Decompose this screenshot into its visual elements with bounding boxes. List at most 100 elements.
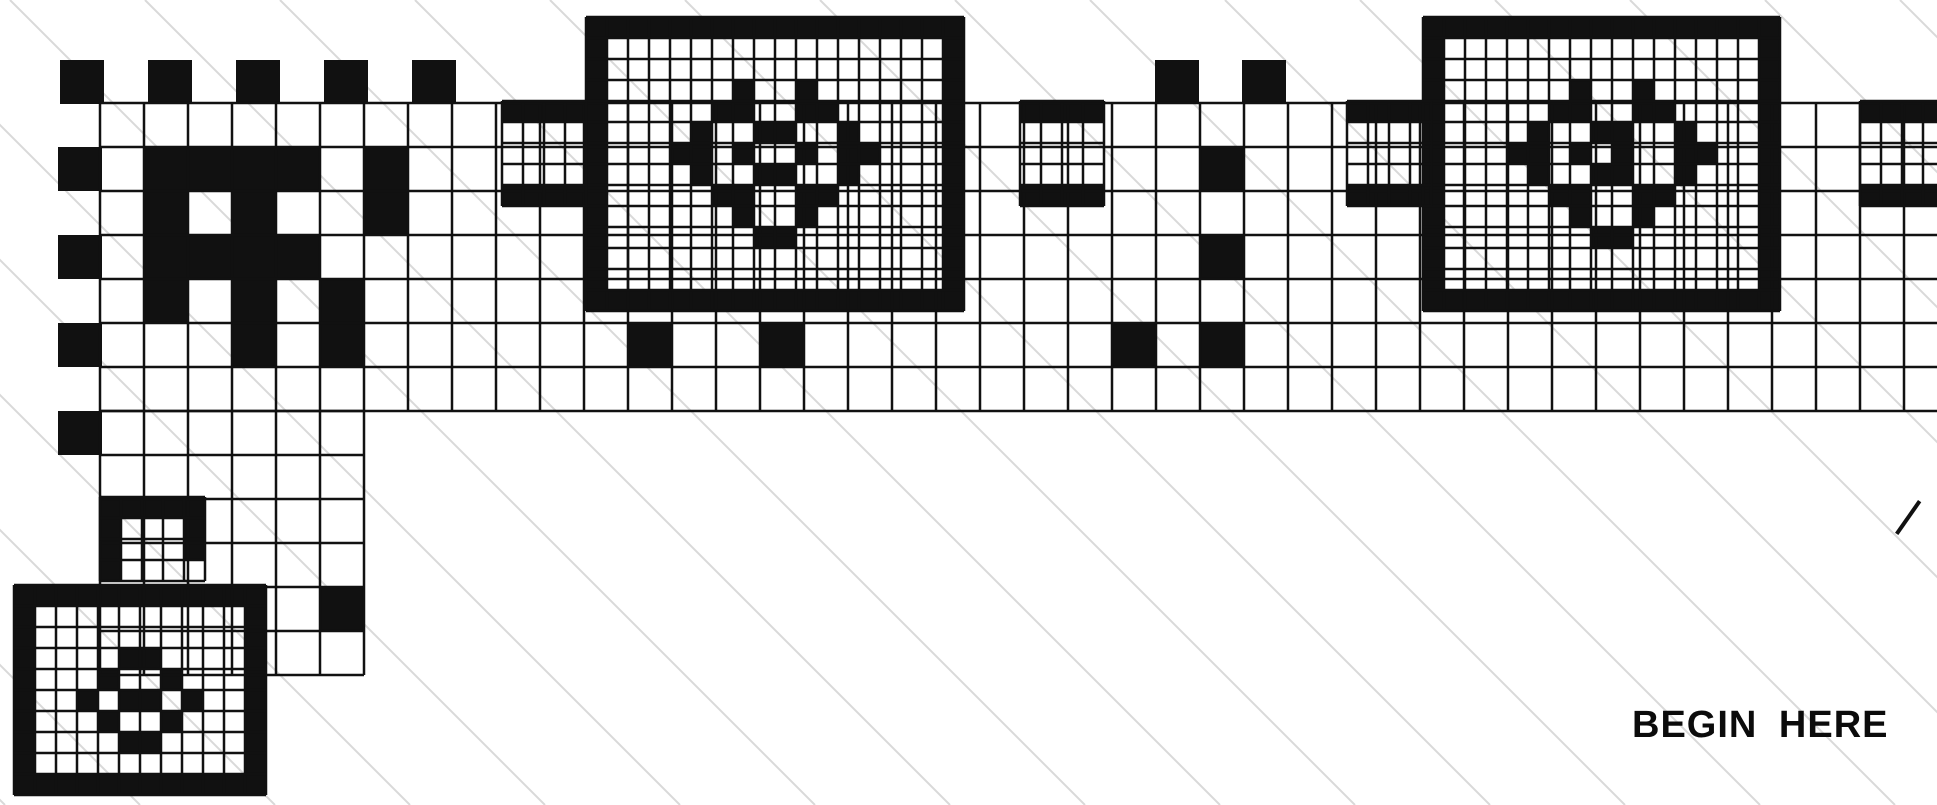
edging-band-block <box>1200 147 1244 191</box>
motif-panel-2-block <box>1759 17 1780 38</box>
motif-panel-1-block <box>649 17 670 38</box>
motif-panel-1-block <box>754 227 775 248</box>
motif-panel-1-block <box>733 17 754 38</box>
motif-panel-1-block <box>838 17 859 38</box>
motif-panel-2-block <box>1528 164 1549 185</box>
motif-panel-2-block <box>1549 17 1570 38</box>
motif-panel-2-block <box>1759 185 1780 206</box>
scallop-tab <box>58 411 102 455</box>
motif-panel-1-block <box>691 164 712 185</box>
edging-band-block <box>188 147 232 191</box>
motif-panel-2-block <box>1633 80 1654 101</box>
edging-band-block <box>276 235 320 279</box>
corner-motif-panel-block <box>245 669 266 690</box>
motif-panel-1-block <box>880 290 901 311</box>
edging-band-block <box>760 323 804 367</box>
motif-panel-1-block <box>943 290 964 311</box>
corner-motif-panel-block <box>119 648 140 669</box>
motif-panel-1-block <box>796 80 817 101</box>
motif-panel-2-block <box>1570 185 1591 206</box>
corner-motif-panel-block <box>182 774 203 795</box>
motif-panel-2-block <box>1444 290 1465 311</box>
motif-panel-2-block <box>1654 17 1675 38</box>
motif-panel-1-block <box>586 206 607 227</box>
motif-panel-1-block <box>691 122 712 143</box>
motif-panel-1-block <box>628 17 649 38</box>
motif-panel-1-block <box>754 290 775 311</box>
scallop-tab <box>60 60 104 104</box>
corner-motif-panel-block <box>14 774 35 795</box>
motif-panel-1-block <box>754 164 775 185</box>
scallop-tab <box>236 60 280 104</box>
motif-panel-1-block <box>607 17 628 38</box>
corner-motif-panel-block <box>14 648 35 669</box>
corner-motif-panel-block <box>245 606 266 627</box>
motif-panel-2-block <box>1591 290 1612 311</box>
corner-motif-top-block <box>100 518 121 539</box>
corner-motif-panel-block <box>203 774 224 795</box>
motif-panel-2-block <box>1423 122 1444 143</box>
edging-band-block <box>276 147 320 191</box>
motif-panel-2-block <box>1633 185 1654 206</box>
corner-motif-panel-block <box>14 732 35 753</box>
corner-motif-panel-block <box>56 774 77 795</box>
scallop-tab <box>1242 60 1286 104</box>
corner-motif-panel-block <box>161 711 182 732</box>
corner-motif-panel-block <box>245 711 266 732</box>
edging-band-block <box>320 279 364 323</box>
corner-motif-panel-block <box>119 690 140 711</box>
background-diagonal <box>0 0 5 805</box>
edging-band-block <box>232 235 276 279</box>
motif-panel-2-block <box>1444 17 1465 38</box>
motif-1-right-wing-block <box>1062 185 1083 206</box>
scallop-tab <box>412 60 456 104</box>
scallop-tab <box>324 60 368 104</box>
motif-panel-1-block <box>733 290 754 311</box>
motif-panel-1-block <box>775 164 796 185</box>
motif-panel-2-block <box>1486 290 1507 311</box>
motif-2-left-wing-block <box>1389 185 1410 206</box>
motif-panel-2-block <box>1528 122 1549 143</box>
motif-panel-2-block <box>1591 227 1612 248</box>
edging-band-block <box>628 323 672 367</box>
corner-motif-panel-block <box>245 753 266 774</box>
motif-panel-1-block <box>586 290 607 311</box>
corner-motif-panel-block <box>77 585 98 606</box>
motif-panel-1-block <box>775 122 796 143</box>
corner-motif-panel-block <box>161 774 182 795</box>
corner-motif-panel-block <box>161 669 182 690</box>
motif-panel-2-block <box>1759 122 1780 143</box>
edging-band-block <box>1200 323 1244 367</box>
corner-motif-panel-block <box>98 774 119 795</box>
motif-panel-1-block <box>796 206 817 227</box>
edging-band-block <box>320 323 364 367</box>
edging-band-block <box>232 191 276 235</box>
motif-panel-1-block <box>817 17 838 38</box>
corner-motif-panel-block <box>224 774 245 795</box>
corner-motif-panel-block <box>98 711 119 732</box>
corner-motif-panel-block <box>140 690 161 711</box>
motif-2-right-wing-block <box>1860 185 1881 206</box>
motif-panel-1-block <box>796 17 817 38</box>
motif-panel-1-block <box>586 59 607 80</box>
motif-1-right-wing-block <box>1041 185 1062 206</box>
corner-motif-panel-block <box>119 732 140 753</box>
edging-band-block <box>232 147 276 191</box>
motif-panel-2-block <box>1507 290 1528 311</box>
motif-panel-2-block <box>1717 17 1738 38</box>
motif-panel-1-block <box>586 80 607 101</box>
edging-band-block <box>188 235 232 279</box>
motif-panel-1-block <box>691 17 712 38</box>
corner-motif-panel-block <box>245 690 266 711</box>
motif-panel-2-block <box>1528 17 1549 38</box>
corner-motif-panel-block <box>35 585 56 606</box>
motif-panel-2-block <box>1759 206 1780 227</box>
motif-panel-1-block <box>859 290 880 311</box>
motif-panel-2-block <box>1486 17 1507 38</box>
motif-panel-2-block <box>1675 17 1696 38</box>
edging-band-block <box>144 279 188 323</box>
motif-panel-1-block <box>586 227 607 248</box>
motif-panel-2-block <box>1591 164 1612 185</box>
motif-panel-2-block <box>1759 80 1780 101</box>
